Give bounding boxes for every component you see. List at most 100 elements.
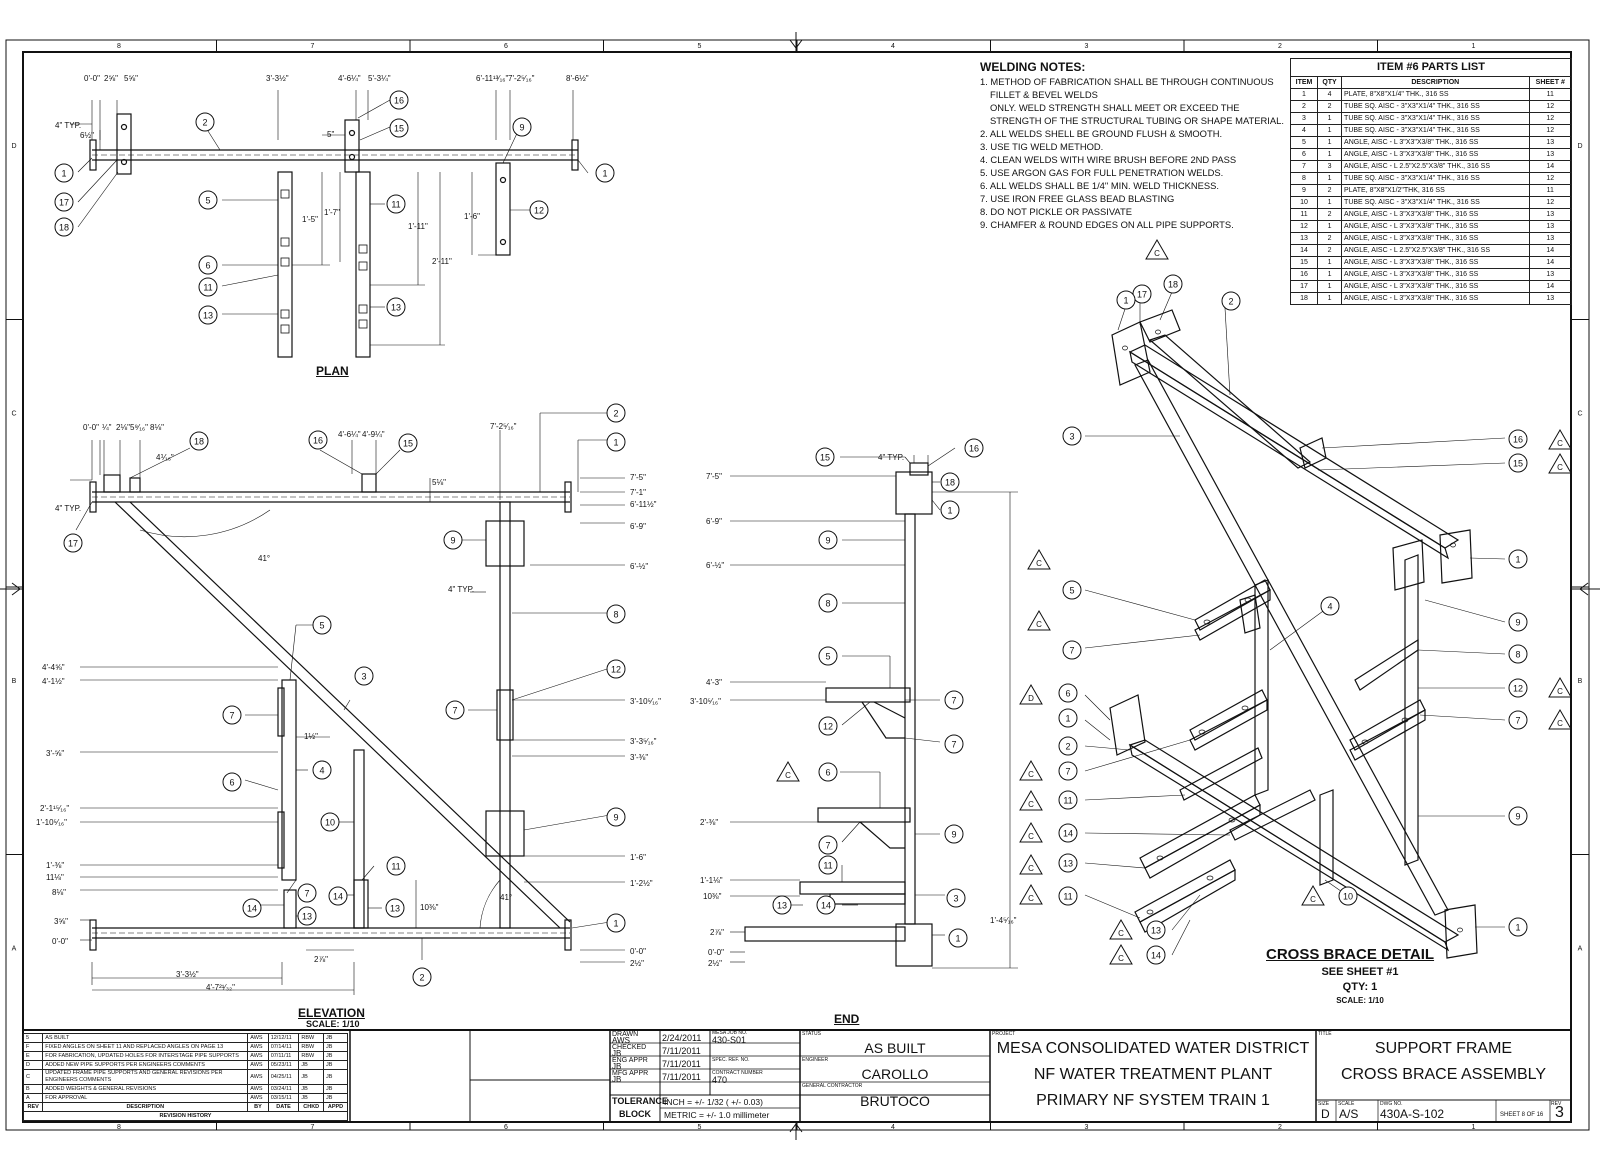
- revision-header-cell: DESCRIPTION: [42, 1102, 249, 1112]
- dimension-label: 3'-⅜": [630, 753, 649, 762]
- parts-list-cell: 13: [1528, 220, 1573, 233]
- parts-list-cell: 2: [1316, 100, 1343, 113]
- item-balloon: [54, 163, 74, 183]
- item-balloon: [1146, 945, 1166, 965]
- parts-list-cell: 4: [1290, 124, 1318, 137]
- dimension-label: 0'-0": [708, 948, 724, 957]
- revision-cell: JB: [323, 1084, 348, 1094]
- metric-tolerance: METRIC = +/- 1.0 millimeter: [664, 1110, 770, 1120]
- item-balloon: [948, 928, 968, 948]
- item-balloon-number: 9: [1515, 812, 1520, 822]
- item-balloon-number: 6: [1065, 689, 1070, 699]
- zone-column-label: 8: [117, 43, 121, 50]
- revision-cell: 07/11/11: [267, 1051, 300, 1061]
- parts-list-cell: ANGLE, AISC - L 3"X3"X3/8" THK., 316 SS: [1341, 268, 1530, 281]
- welding-note-line: STRENGTH OF THE STRUCTURAL TUBING OR SHA…: [990, 115, 1284, 126]
- item-balloon: [1508, 710, 1528, 730]
- end-view: [730, 447, 1018, 969]
- item-balloon-number: 16: [969, 444, 979, 454]
- item-balloon-number: 2: [613, 409, 618, 419]
- item-balloon-number: 16: [394, 96, 404, 106]
- revision-cell: AWS: [247, 1033, 269, 1043]
- general-contractor-value: BRUTOCO: [860, 1093, 930, 1109]
- parts-list-cell: 9: [1290, 184, 1318, 197]
- item-balloon-number: 15: [403, 439, 413, 449]
- engineer-label: ENGINEER: [802, 1057, 829, 1063]
- item-balloon: [354, 666, 374, 686]
- zone-column-label: 8: [117, 1124, 121, 1131]
- contract-number: 470: [712, 1075, 728, 1085]
- weld-symbol-triangle: [1019, 760, 1043, 781]
- item-balloon-number: 2: [1228, 297, 1233, 307]
- item-balloon: [320, 812, 340, 832]
- item-balloon: [944, 690, 964, 710]
- zone-column-label: 5: [698, 43, 702, 50]
- item-balloon: [606, 604, 626, 624]
- cross-brace-scale: SCALE: 1/10: [1336, 996, 1384, 1005]
- size-label: SIZE: [1318, 1101, 1330, 1107]
- item-balloon: [1163, 274, 1183, 294]
- parts-list-cell: 2: [1316, 208, 1343, 221]
- revision-history-title: REVISION HISTORY: [23, 1111, 348, 1121]
- zone-column-label: 3: [1085, 1124, 1089, 1131]
- revision-cell: AWS: [247, 1060, 269, 1070]
- zone-row-label: C: [11, 411, 16, 418]
- parts-list-cell: PLATE, 8"X8"X1/4" THK., 316 SS: [1341, 88, 1530, 101]
- cross-brace-qty: QTY: 1: [1342, 981, 1378, 993]
- dimension-label: 3'-3½": [266, 74, 289, 83]
- revision-cell: FOR FABRICATION, UPDATED HOLES FOR INTER…: [42, 1051, 249, 1061]
- parts-list-cell: 3: [1316, 160, 1343, 173]
- item-balloon: [1508, 644, 1528, 664]
- item-balloon: [386, 194, 406, 214]
- dimension-label: 1½": [304, 732, 318, 741]
- item-balloon-number: 4: [319, 766, 324, 776]
- parts-list-cell: 1: [1316, 124, 1343, 137]
- revision-cell: 12/12/11: [267, 1033, 300, 1043]
- dimension-label: 7'-2⁵⁄₁₆": [490, 422, 517, 431]
- item-balloon-number: 7: [951, 740, 956, 750]
- revision-cell: JB: [323, 1051, 348, 1061]
- parts-list-cell: 8: [1290, 172, 1318, 185]
- dimension-label: ¼": [102, 423, 112, 432]
- item-balloon-number: 11: [391, 200, 400, 210]
- item-balloon-number: 18: [194, 437, 204, 447]
- item-balloon-number: 15: [820, 453, 830, 463]
- item-balloon: [386, 297, 406, 317]
- item-balloon-number: 1: [602, 169, 607, 179]
- item-balloon-number: 11: [391, 862, 400, 872]
- end-view-label: END: [834, 1012, 860, 1026]
- weld-symbol-letter: C: [1028, 800, 1034, 809]
- zone-column-label: 4: [891, 43, 895, 50]
- zone-column-label: 6: [504, 43, 508, 50]
- revision-cell: AWS: [247, 1042, 269, 1052]
- item-balloon-number: 7: [452, 706, 457, 716]
- weld-symbol-triangle: [1548, 429, 1572, 450]
- item-balloon: [195, 112, 215, 132]
- weld-symbol-letter: C: [1118, 954, 1124, 963]
- parts-list-cell: 12: [1528, 100, 1573, 113]
- dimension-label: 4'-1½": [42, 677, 65, 686]
- parts-list-cell: 1: [1316, 256, 1343, 269]
- revision-header-cell: BY: [247, 1102, 269, 1112]
- spec-ref-label: SPEC. REF. NO.: [712, 1057, 750, 1063]
- dimension-label: 5": [327, 130, 335, 139]
- welding-notes-list: 1. METHOD OF FABRICATION SHALL BE THROUG…: [980, 75, 1284, 231]
- item-balloon-number: 1: [1065, 714, 1070, 724]
- dimension-label: 3'-10⁵⁄₁₆": [690, 697, 721, 706]
- item-balloon-number: 9: [1515, 618, 1520, 628]
- item-balloon-number: 10: [1343, 892, 1353, 902]
- weld-symbol-triangle: [1027, 610, 1051, 631]
- dimension-label: 0'-0": [84, 74, 100, 83]
- dimension-label: 3⅝": [54, 917, 68, 926]
- item-balloon: [1508, 917, 1528, 937]
- dimension-label: 41°: [258, 554, 271, 563]
- parts-list-cell: 11: [1528, 184, 1573, 197]
- item-balloon-number: 14: [247, 904, 257, 914]
- parts-list-cell: 17: [1290, 280, 1318, 293]
- item-balloon: [1058, 823, 1078, 843]
- rev-label: REV: [1551, 1101, 1562, 1107]
